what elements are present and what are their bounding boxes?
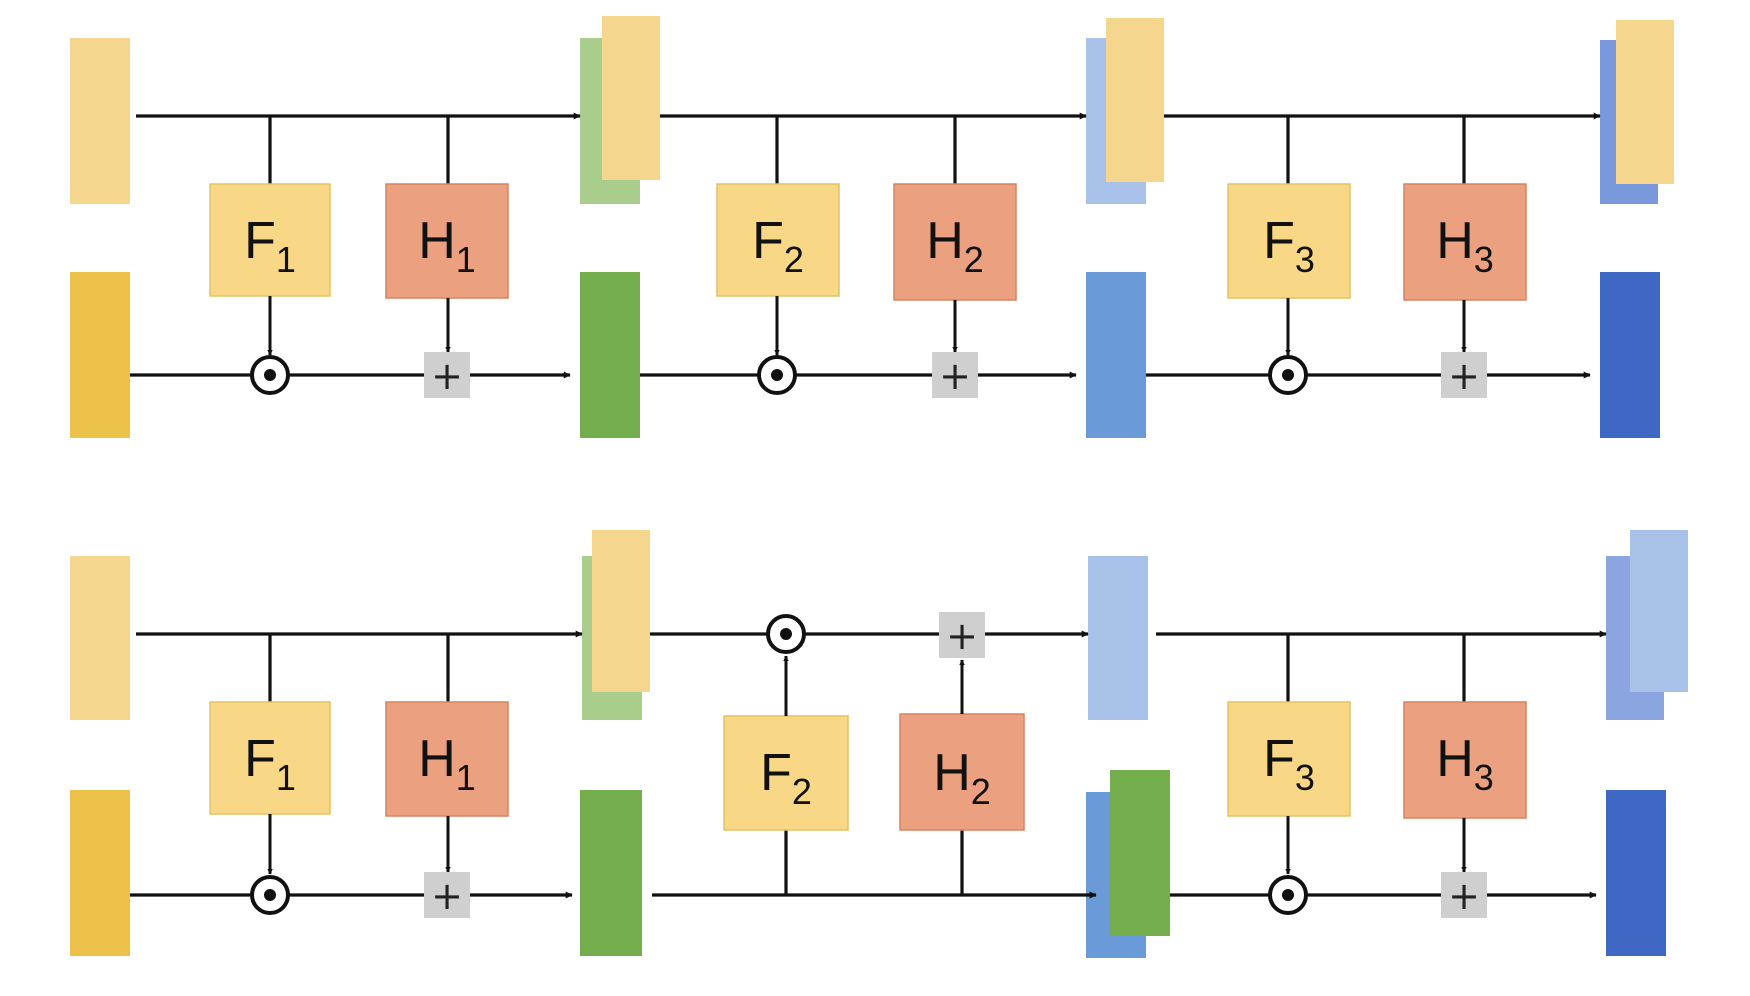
f-label: F3: [1263, 730, 1315, 798]
stage2-output-lower: [1086, 272, 1146, 438]
f-label: F2: [752, 212, 804, 280]
input-block-upper: [70, 556, 130, 720]
input-block-upper: [70, 38, 130, 204]
add-op-icon: +: [424, 872, 470, 918]
f-label: F1: [244, 730, 296, 798]
h-box: [893, 183, 1017, 301]
f-box: [723, 715, 849, 831]
svg-text:+: +: [431, 354, 463, 398]
f-label: F1: [244, 212, 296, 280]
input-block-lower: [70, 790, 130, 956]
h-label: H3: [1436, 212, 1494, 280]
h-label: H2: [926, 212, 984, 280]
svg-text:+: +: [939, 354, 971, 398]
svg-text:+: +: [946, 614, 978, 658]
multiply-op-icon: [1268, 355, 1308, 395]
h-label: H2: [933, 744, 991, 812]
stage1-output-upper-front: [592, 530, 650, 692]
f-box: [209, 183, 331, 297]
bottom-diagram: F1 H1 F2 H2 F3 H3 + + +: [70, 530, 1688, 958]
svg-text:+: +: [431, 874, 463, 918]
h-label: H1: [418, 730, 476, 798]
add-op-icon: +: [1441, 352, 1487, 398]
stage3-output-upper-front: [1616, 20, 1674, 184]
f-box: [1227, 183, 1351, 299]
add-op-icon: +: [939, 612, 985, 658]
h-label: H3: [1436, 730, 1494, 798]
stage3-output-upper-front: [1630, 530, 1688, 692]
input-block-lower: [70, 272, 130, 438]
stage3-output-lower: [1600, 272, 1660, 438]
stage2-output-upper: [1088, 556, 1148, 720]
stage1-output-lower: [580, 272, 640, 438]
multiply-op-icon: [250, 355, 290, 395]
f-box: [209, 701, 331, 815]
add-op-icon: +: [932, 352, 978, 398]
multiply-op-icon: [250, 875, 290, 915]
stage1-output-upper-front: [602, 16, 660, 180]
svg-text:+: +: [1448, 874, 1480, 918]
h-box: [899, 713, 1025, 831]
top-diagram: F1 H1 F2 H2 F3 H3 + + +: [70, 16, 1674, 438]
f-box: [1227, 701, 1351, 817]
stage3-output-lower: [1606, 790, 1666, 956]
stage2-output-upper-front: [1106, 18, 1164, 182]
stage2-output-lower-front: [1110, 770, 1170, 936]
h-box: [385, 183, 509, 299]
stage1-output-lower: [580, 790, 642, 956]
h-label: H1: [418, 212, 476, 280]
multiply-op-icon: [757, 355, 797, 395]
add-op-icon: +: [424, 352, 470, 398]
f-box: [716, 183, 840, 297]
f-label: F3: [1263, 212, 1315, 280]
f-label: F2: [760, 744, 812, 812]
svg-text:+: +: [1448, 354, 1480, 398]
h-box: [385, 701, 509, 817]
multiply-op-icon: [1268, 875, 1308, 915]
add-op-icon: +: [1441, 872, 1487, 918]
multiply-op-icon: [766, 614, 806, 654]
